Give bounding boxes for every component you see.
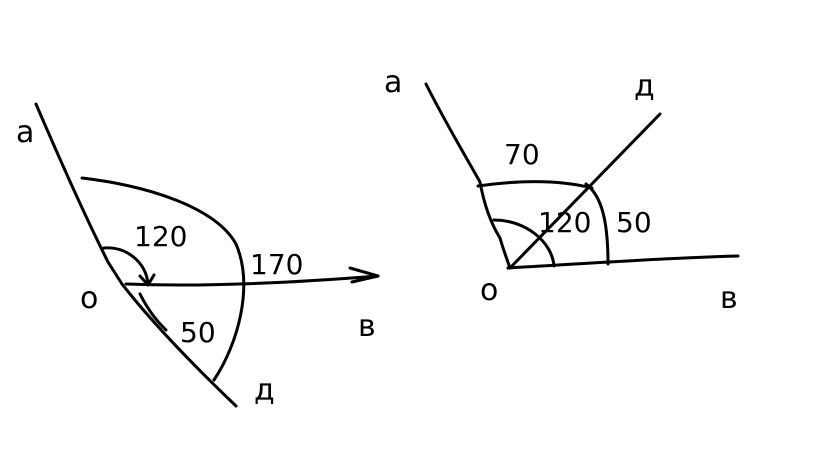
left-arc-aod (80, 176, 246, 382)
left-point-a-label: a (16, 115, 34, 150)
figure-right: a o в д 70 120 50 (384, 65, 740, 316)
left-ray-ob (124, 274, 380, 287)
left-ray-oa (34, 102, 124, 286)
left-ray-ob-arrowhead (348, 266, 380, 284)
right-arc-aob (492, 218, 556, 268)
left-point-o-label: o (80, 281, 98, 316)
left-angle-aob-label: 120 (134, 220, 187, 253)
left-arc-aob-arrowhead (138, 273, 156, 287)
left-ray-od (120, 282, 238, 408)
right-ray-od (508, 112, 662, 270)
figure-left: a o в д 120 170 50 (16, 102, 380, 408)
right-point-o-label: o (480, 273, 498, 308)
right-ray-oa (424, 82, 512, 270)
right-point-a-label: a (384, 65, 402, 100)
left-angle-bod-label: 50 (180, 316, 216, 349)
right-angle-aob-label: 120 (538, 206, 591, 239)
left-point-d-label: д (254, 373, 275, 408)
right-angle-dob-label: 50 (616, 206, 652, 239)
left-arc-aob (102, 246, 150, 286)
left-angle-aod-label: 170 (250, 248, 303, 281)
right-angle-aod-label: 70 (504, 138, 540, 171)
right-point-d-label: д (634, 69, 655, 104)
left-point-b-label: в (358, 309, 376, 344)
right-arc-dob (584, 182, 610, 266)
right-ray-ob (506, 254, 740, 270)
left-arc-bod (138, 292, 168, 332)
right-point-b-label: в (720, 281, 738, 316)
right-arc-aod (476, 180, 594, 190)
